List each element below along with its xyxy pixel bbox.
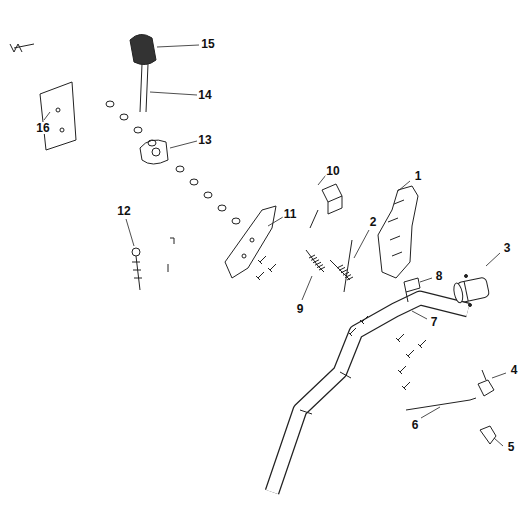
callout-number: 13 [197, 134, 212, 146]
coil [339, 267, 345, 270]
callout-number: 14 [197, 89, 212, 101]
lever-part [480, 426, 496, 444]
callout-number: 8 [435, 270, 444, 282]
leader-line [412, 311, 427, 319]
callout-number: 16 [35, 122, 50, 134]
callout-number: 3 [503, 242, 512, 254]
handle-tube [272, 298, 468, 492]
bolt [396, 334, 404, 342]
side-panel [225, 206, 276, 278]
washer [120, 114, 128, 120]
washer [232, 218, 240, 224]
eye-bolt [132, 256, 142, 290]
bolt [268, 264, 276, 272]
hand-grip [452, 277, 489, 304]
coil [319, 267, 325, 270]
spring-coils [309, 255, 353, 280]
leader-line [486, 253, 500, 266]
bolts [256, 256, 426, 390]
dash-bracket [378, 186, 418, 278]
coil [345, 275, 351, 278]
shift-knob [130, 34, 156, 64]
cable [306, 250, 324, 272]
handle-tube-fill [272, 298, 468, 492]
bolt [258, 256, 266, 264]
shift-rod [140, 64, 148, 112]
washer-stack [106, 101, 240, 224]
bolt [256, 272, 264, 280]
leader-lines [44, 45, 506, 446]
bolt [360, 316, 368, 324]
washer [190, 179, 198, 185]
bolt [398, 366, 406, 374]
coil [315, 262, 321, 265]
cable-clip [404, 278, 420, 302]
leader-line [494, 438, 503, 446]
lever-bracket [478, 370, 494, 396]
illustration [10, 34, 496, 492]
washer [134, 127, 142, 133]
coil [313, 260, 319, 263]
leader-line [126, 219, 134, 246]
bolt [348, 328, 356, 336]
control-rod [406, 398, 476, 410]
leader-line [150, 92, 197, 95]
leader-line [157, 45, 199, 47]
coil [317, 265, 323, 268]
callout-number: 2 [369, 216, 378, 228]
callout-number: 11 [283, 208, 298, 220]
washer [176, 166, 184, 172]
small-parts [168, 238, 174, 272]
leader-line [421, 407, 440, 418]
leader-line [420, 278, 432, 282]
callout-number: 12 [116, 205, 131, 217]
leader-line [170, 141, 197, 148]
coil [311, 257, 317, 260]
coil [309, 255, 315, 258]
cable [330, 240, 352, 292]
leader-line [44, 112, 50, 120]
washer [106, 101, 114, 107]
bolt [402, 382, 410, 390]
shift-mechanism [140, 140, 168, 164]
tube-seam [340, 372, 351, 378]
leader-line [268, 217, 283, 226]
callout-number: 10 [325, 165, 340, 177]
washer [148, 140, 156, 146]
leader-line [492, 373, 506, 378]
callout-number: 4 [510, 364, 519, 376]
top-panel [40, 82, 76, 150]
bracket-slots [388, 200, 404, 256]
washer [218, 205, 226, 211]
leader-line [302, 276, 312, 300]
coil [343, 272, 349, 275]
leader-line [354, 230, 369, 258]
bolt [418, 340, 426, 348]
coil [347, 277, 353, 280]
bolt [406, 350, 414, 358]
callout-number: 5 [507, 441, 516, 453]
coil [337, 265, 343, 268]
callout-number: 15 [200, 38, 215, 50]
callout-number: 9 [296, 303, 305, 315]
pin [10, 44, 34, 52]
coil [341, 270, 347, 273]
switch [322, 184, 342, 214]
callout-number: 6 [411, 419, 420, 431]
washer [204, 192, 212, 198]
tube-seam [300, 410, 312, 414]
leader-line [398, 181, 410, 191]
callout-number: 1 [414, 170, 423, 182]
callout-number: 7 [430, 316, 439, 328]
